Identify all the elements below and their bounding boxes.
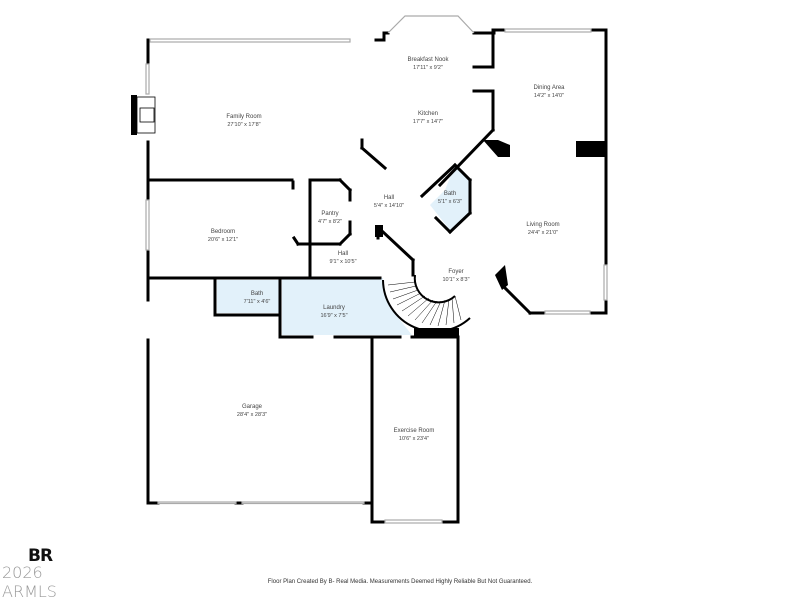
copyright-text: 2026 ARMLS bbox=[2, 563, 57, 601]
wall-blocks bbox=[131, 95, 606, 338]
br-logo: BR bbox=[28, 546, 53, 566]
windows bbox=[145, 15, 608, 524]
disclaimer-text: Floor Plan Created By B- Real Media. Mea… bbox=[267, 579, 533, 585]
fireplace bbox=[136, 96, 156, 134]
walls bbox=[146, 28, 608, 524]
spiral-staircase bbox=[382, 274, 471, 333]
wet-room-fills bbox=[217, 165, 470, 335]
